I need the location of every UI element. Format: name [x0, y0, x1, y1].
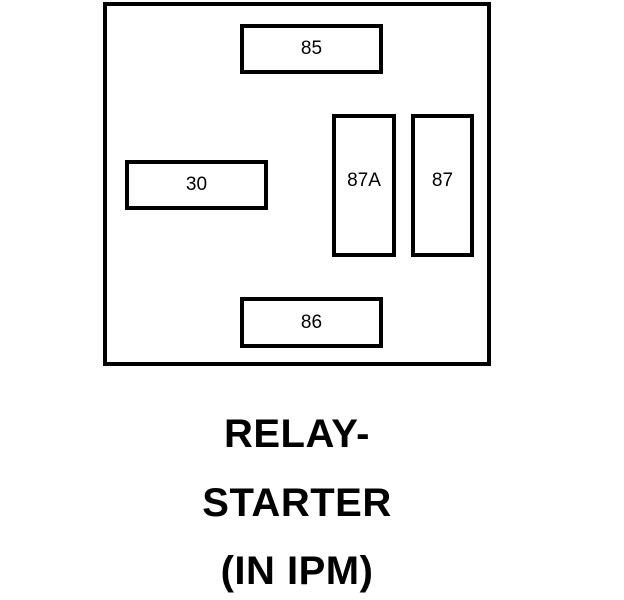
terminal-87: 87 — [411, 114, 474, 257]
relay-body-outline — [103, 2, 491, 366]
caption-line-3: (IN IPM) — [220, 549, 374, 593]
terminal-30: 30 — [125, 160, 268, 210]
caption-line-2: STARTER — [202, 481, 392, 525]
terminal-85-label: 85 — [300, 38, 323, 59]
terminal-87a-label: 87A — [347, 170, 381, 191]
terminal-85: 85 — [240, 24, 383, 74]
terminal-30-label: 30 — [185, 174, 208, 195]
terminal-87a: 87A — [332, 114, 396, 257]
terminal-86: 86 — [240, 297, 383, 348]
terminal-86-label: 86 — [300, 311, 323, 333]
terminal-87-label: 87 — [431, 170, 454, 191]
caption-line-1: RELAY- — [223, 412, 370, 456]
